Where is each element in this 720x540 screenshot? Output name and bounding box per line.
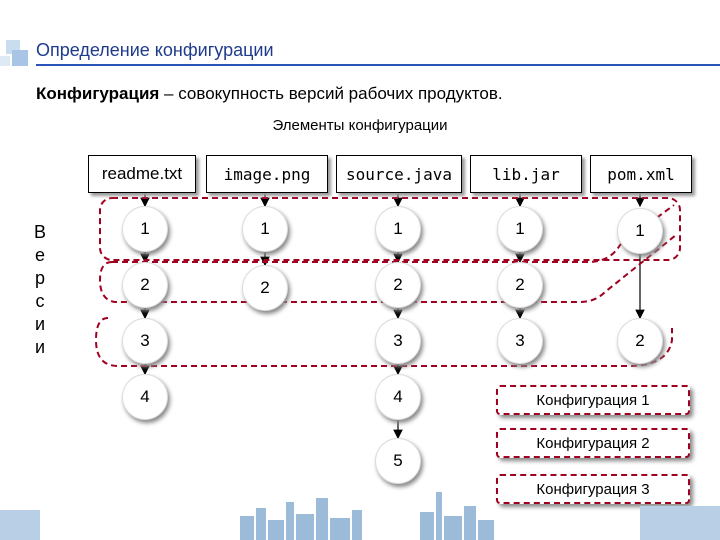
file-pom: pom.xml (590, 155, 692, 193)
file-lib: lib.jar (470, 155, 582, 193)
version-node: 2 (497, 262, 543, 308)
version-node: 3 (497, 318, 543, 364)
versions-letter: и (34, 337, 46, 357)
version-node: 4 (375, 374, 421, 420)
legend-configuration-1: Конфигурация 1 (496, 385, 690, 415)
version-node: 4 (122, 374, 168, 420)
version-node: 2 (242, 265, 288, 311)
configuration-2-outline (98, 234, 677, 303)
version-node: 1 (617, 208, 663, 254)
versions-letter: и (34, 314, 46, 334)
version-node: 1 (122, 206, 168, 252)
definition-text: – совокупность версий рабочих продуктов. (159, 84, 503, 103)
version-node: 2 (617, 318, 663, 364)
deco-square (12, 50, 28, 66)
definition: Конфигурация – совокупность версий рабоч… (36, 84, 503, 104)
configuration-3-outline (94, 317, 673, 367)
versions-letter: с (35, 291, 45, 311)
configuration-2-outline (112, 204, 675, 263)
versions-letter: р (34, 268, 45, 288)
elements-heading: Элементы конфигурации (272, 117, 448, 134)
header-decoration (0, 0, 720, 66)
configuration-1-outline (99, 197, 681, 261)
version-node: 5 (375, 438, 421, 484)
versions-letter: В (33, 222, 46, 242)
legend-configuration-2: Конфигурация 2 (496, 428, 690, 458)
version-node: 3 (122, 318, 168, 364)
versions-letter: е (34, 245, 45, 265)
file-readme: readme.txt (88, 155, 196, 193)
version-node: 2 (375, 262, 421, 308)
version-node: 3 (375, 318, 421, 364)
definition-term: Конфигурация (36, 84, 160, 103)
file-source: source.java (336, 155, 462, 193)
version-node: 1 (375, 206, 421, 252)
version-node: 1 (497, 206, 543, 252)
slide-title: Определение конфигурации (36, 40, 274, 60)
version-node: 2 (122, 262, 168, 308)
file-image: image.png (206, 155, 328, 193)
legend-configuration-3: Конфигурация 3 (496, 474, 690, 504)
title-underline (36, 64, 720, 66)
version-node: 1 (242, 206, 288, 252)
deco-square (0, 56, 10, 66)
